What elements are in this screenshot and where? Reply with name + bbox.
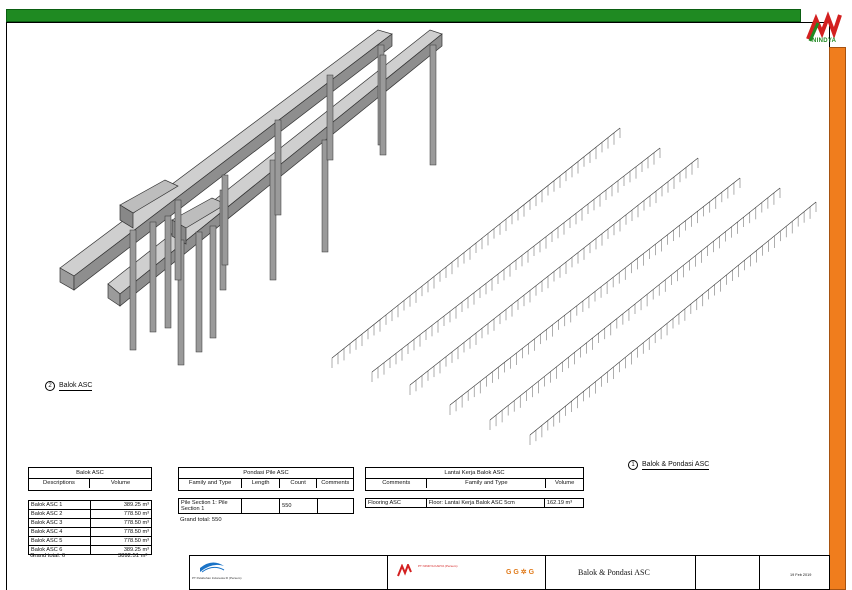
table-cell: Balok ASC 4 (28, 527, 91, 537)
table-cell: 162.19 m³ (543, 498, 585, 508)
pile (221, 174, 229, 266)
pile (129, 229, 137, 351)
owner-name: PT Pelabuhan Indonesia III (Persero) (192, 576, 242, 580)
table-cell: 778.50 m³ (89, 509, 152, 519)
table-cell: 389.25 m³ (89, 545, 152, 555)
pile (174, 199, 182, 281)
pile-rows (331, 127, 817, 445)
schedule-lantai-table: Flooring ASC Floor: Lantai Kerja Balok A… (365, 498, 585, 508)
schedule-title: Lantai Kerja Balok ASC (366, 468, 583, 479)
owner-cell: PT Pelabuhan Indonesia III (Persero) (190, 556, 388, 589)
table-cell (241, 498, 281, 514)
view-label-balok-pondasi: 1 Balok & Pondasi ASC (628, 460, 710, 470)
grand-total-value: 3892.51 m³ (118, 553, 148, 559)
sheet-date: 19 Feb 2019 (790, 573, 812, 577)
column-header: Length (242, 479, 280, 488)
table-cell: Floor: Lantai Kerja Balok ASC 5cm (425, 498, 545, 508)
pile (326, 74, 334, 161)
piles (129, 44, 437, 366)
schedule-title: Balok ASC (29, 468, 151, 479)
contractor-cell: PT NINDYA KARYA (Persero) G G ✲ G (388, 556, 546, 589)
schedule-lantai-header: Lantai Kerja Balok ASC Comments Family a… (365, 467, 584, 491)
column-header: Family and Type (179, 479, 243, 488)
column-header: Family and Type (427, 479, 547, 488)
pile (379, 54, 387, 156)
grand-total-label: Grand total: 6 (30, 553, 66, 559)
table-cell (317, 498, 354, 514)
pelindo-logo-icon (200, 562, 225, 573)
view-number: 1 (628, 460, 638, 470)
column-header: Volume (555, 480, 575, 486)
logo-text: NINDYA (812, 38, 837, 44)
pile (209, 225, 217, 339)
table-cell: 778.50 m³ (89, 527, 152, 537)
bim-logo: G G ✲ G (506, 569, 535, 576)
column-header: Comments (321, 480, 350, 486)
nindya-small-logo-icon (397, 564, 412, 577)
table-cell: Balok ASC 2 (28, 509, 91, 519)
table-cell: 778.50 m³ (89, 518, 152, 528)
table-cell: Pile Section 1: Pile Section 1 (177, 498, 243, 514)
schedule-pondasi-header: Pondasi Pile ASC Family and Type Length … (178, 467, 354, 491)
view-number: 2 (45, 381, 55, 391)
pile (429, 44, 437, 166)
view-label-balok: 2 Balok ASC (45, 381, 93, 391)
table-row: Flooring ASC Floor: Lantai Kerja Balok A… (365, 498, 585, 508)
view-title: Balok ASC (59, 381, 93, 391)
table-cell: Flooring ASC (365, 498, 427, 508)
column-header: Count (280, 479, 318, 488)
schedule-title: Pondasi Pile ASC (179, 468, 353, 479)
column-header: Descriptions (29, 479, 91, 488)
revision-cell (696, 556, 760, 589)
sheet-title: Balok & Pondasi ASC (578, 568, 650, 577)
table-cell: Balok ASC 3 (28, 518, 91, 528)
pile (149, 221, 157, 333)
pile (164, 215, 172, 329)
title-block: PT Pelabuhan Indonesia III (Persero) PT … (189, 555, 830, 590)
contractor-name: PT NINDYA KARYA (Persero) (418, 564, 458, 568)
schedule-pondasi-table: Pile Section 1: Pile Section 1 550 (177, 498, 354, 514)
grand-total-label: Grand total: 550 (180, 517, 222, 523)
table-row: Pile Section 1: Pile Section 1 550 (177, 498, 354, 514)
schedule-balok-header: Balok ASC Descriptions Volume (28, 467, 152, 491)
view-title: Balok & Pondasi ASC (642, 460, 710, 470)
table-cell: Balok ASC 5 (28, 536, 91, 546)
column-header: Volume (110, 480, 131, 486)
table-cell: 550 (279, 498, 319, 514)
pile (274, 119, 282, 216)
column-header: Comments (366, 479, 428, 488)
pile (321, 139, 329, 253)
nindya-logo-icon (806, 11, 842, 42)
table-cell: Balok ASC 1 (28, 500, 91, 510)
pile (269, 159, 277, 281)
sheet-title-cell (546, 556, 696, 589)
table-cell: 389.25 m³ (89, 500, 152, 510)
pile (195, 231, 203, 353)
table-cell: 778.50 m³ (89, 536, 152, 546)
header-bar (6, 9, 801, 22)
